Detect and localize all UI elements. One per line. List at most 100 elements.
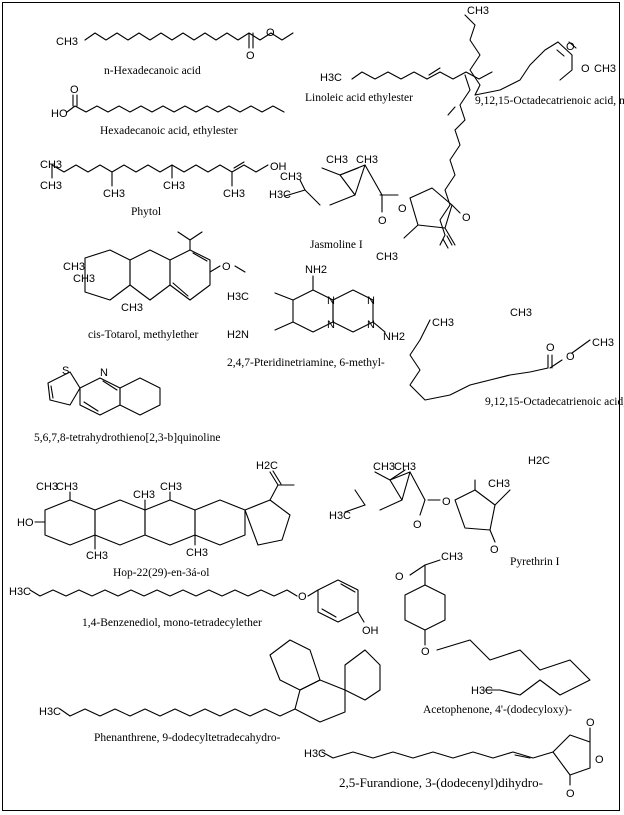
structure-hopenol: HO CH3 CH3 CH3 CH3 CH3 CH3 H2C Hop-22(29…	[17, 460, 295, 579]
atom-ch3-d: CH3	[376, 251, 398, 263]
label-octadecatrienoic-methylester: 9,12,15-Octadecatrienoic acid, methylest…	[475, 95, 624, 107]
atom-n-b: N	[367, 295, 375, 307]
structure-pyrethrin-i: CH3 CH3 H2C CH3 H3C O O O Pyrethrin I	[329, 455, 560, 568]
atom-ch3-b: CH3	[394, 461, 416, 473]
atom-ch3-ester: CH3	[594, 63, 616, 75]
atom-ch3-d: CH3	[133, 489, 155, 501]
atom-o-carbonyl: O	[70, 84, 79, 96]
label-cis-totarol-methylether: cis-Totarol, methylether	[88, 329, 198, 341]
atom-h2n: H2N	[227, 329, 249, 341]
atom-ch3-c: CH3	[280, 171, 302, 183]
atom-o-ether: O	[298, 591, 307, 603]
atom-o-b: O	[595, 754, 604, 766]
atom-h3c: H3C	[227, 291, 249, 303]
atom-ch3-a: CH3	[373, 461, 395, 473]
atom-ch3-a: CH3	[63, 261, 85, 273]
structure-dodecylphenanthrene: H3C Phenanthrene, 9-dodecyltetradecahydr…	[39, 639, 381, 744]
structure-hexadecanoic-acid-ethylester: HO O Hexadecanoic acid, ethylester	[51, 84, 285, 137]
label-n-hexadecanoic-acid: n-Hexadecanoic acid	[104, 65, 201, 77]
atom-o-ester: O	[566, 351, 575, 363]
structure-dodecyloxyacetophenone: O CH3 O H3C Acetophenone, 4'-(dodecyloxy…	[395, 551, 591, 716]
atom-o-carbonyl: O	[395, 571, 404, 583]
atom-h3c: H3C	[320, 72, 342, 84]
label-octadecatrienoic-ethylester: 9,12,15-Octadecatrienoic acid, ethyleste…	[485, 396, 624, 408]
atom-ch3-c: CH3	[86, 550, 108, 562]
label-tetrahydrothienoquinoline: 5,6,7,8-tetrahydrothieno[2,3-b]quinoline	[34, 432, 221, 444]
atom-ch3: CH3	[432, 317, 454, 329]
atom-o-ester: O	[266, 27, 275, 39]
atom-ch3-b: CH3	[73, 273, 95, 285]
label-pyrethrin-i: Pyrethrin I	[510, 556, 560, 568]
structure-cis-totarol-methylether: CH3 CH3 CH3 O cis-Totarol, methylether	[63, 231, 246, 341]
atom-o-ester: O	[398, 203, 407, 215]
atom-ch3-f: CH3	[186, 547, 208, 559]
atom-n-a: N	[327, 295, 335, 307]
atom-o-a: O	[586, 717, 595, 729]
structure-phytol: CH3 CH3 CH3 CH3 CH3 OH Phytol	[40, 159, 287, 218]
atom-o-ester: O	[442, 496, 451, 508]
label-jasmoline-i: Jasmoline I	[310, 239, 363, 251]
label-dodecenylsuccinic-anhydride: 2,5-Furandione, 3-(dodecenyl)dihydro-	[339, 775, 543, 790]
structure-linoleic-acid-ethylester: H3C Linoleic acid ethylester	[305, 67, 493, 249]
atom-ch3-c: CH3	[488, 478, 510, 490]
atom-ho: HO	[51, 108, 68, 120]
atom-o-carbonyl: O	[546, 342, 555, 354]
atom-ch3-c: CH3	[121, 302, 143, 314]
atom-s: S	[62, 365, 69, 377]
atom-n-d: N	[367, 319, 375, 331]
structure-jasmoline-i: CH3 CH3 H3C CH3 O O O CH3 CH3 Jasmoline …	[269, 154, 532, 319]
atom-ch3-d: CH3	[163, 180, 185, 192]
label-benzenediol-tetradecylether: 1,4-Benzenediol, mono-tetradecylether	[82, 617, 262, 629]
atom-o-ester: O	[581, 63, 590, 75]
atom-ch3-e: CH3	[510, 307, 532, 319]
atom-o-carbonyl: O	[378, 215, 387, 227]
structure-octadecatrienoic-methylester: CH3 O O CH3 9,12,15-Octadecatrienoic aci…	[464, 5, 624, 107]
atom-o-methoxy: O	[222, 261, 231, 273]
label-dodecylphenanthrene: Phenanthrene, 9-dodecyltetradecahydro-	[94, 732, 281, 744]
atom-ch3-e: CH3	[160, 481, 182, 493]
atom-oh: OH	[362, 625, 379, 637]
atom-ch3-e: CH3	[223, 188, 245, 200]
atom-nh2-a: NH2	[305, 264, 327, 276]
atom-h3c: H3C	[269, 189, 291, 201]
atom-h3c: H3C	[471, 685, 493, 697]
atom-h3c: H3C	[304, 748, 326, 760]
label-hexadecanoic-acid-ethylester: Hexadecanoic acid, ethylester	[100, 125, 238, 137]
atom-oh: OH	[270, 161, 287, 173]
label-pteridinetriamine: 2,4,7-Pteridinetriamine, 6-methyl-	[227, 357, 385, 369]
structure-benzenediol-tetradecylether: H3C O OH 1,4-Benzenediol, mono-tetradecy…	[9, 579, 379, 637]
atom-ch3-b: CH3	[40, 180, 62, 192]
atom-ch3-ester: CH3	[592, 337, 614, 349]
atom-o-ketone: O	[462, 212, 471, 224]
label-hopenol: Hop-22(29)-en-3á-ol	[113, 567, 209, 579]
structure-n-hexadecanoic-acid: CH3 O O n-Hexadecanoic acid	[56, 27, 294, 77]
atom-o-ether: O	[421, 646, 430, 658]
atom-n: N	[100, 367, 108, 379]
atom-ch3-a: CH3	[40, 159, 62, 171]
label-phytol: Phytol	[131, 206, 161, 218]
label-dodecyloxyacetophenone: Acetophenone, 4'-(dodecyloxy)-	[423, 704, 572, 716]
atom-o-c: O	[566, 788, 575, 800]
atom-ch3: CH3	[56, 36, 78, 48]
atom-ch3-b: CH3	[356, 154, 378, 166]
atom-o-carbonyl: O	[413, 519, 422, 531]
atom-ch3: CH3	[441, 551, 463, 563]
structure-dodecenylsuccinic-anhydride: H3C O O O 2,5-Furandione, 3-(dodecenyl)d…	[304, 717, 604, 800]
atom-ch3-a: CH3	[326, 154, 348, 166]
label-linoleic-acid-ethylester: Linoleic acid ethylester	[305, 92, 413, 104]
atom-ch3-b: CH3	[56, 481, 78, 493]
atom-h3c: H3C	[329, 510, 351, 522]
atom-o-ketone: O	[490, 544, 499, 556]
atom-n-c: N	[327, 319, 335, 331]
atom-h2c: H2C	[256, 460, 278, 472]
structure-tetrahydrothienoquinoline: S N 5,6,7,8-tetrahydrothieno[2,3-b]quino…	[34, 365, 221, 444]
atom-h3c: H3C	[39, 706, 61, 718]
atom-nh2-b: NH2	[383, 331, 405, 343]
atom-o-carbonyl: O	[566, 41, 575, 53]
atom-h2c: H2C	[528, 455, 550, 467]
atom-h3c: H3C	[9, 586, 31, 598]
atom-ch3-a: CH3	[36, 481, 58, 493]
atom-ch3: CH3	[467, 5, 489, 17]
